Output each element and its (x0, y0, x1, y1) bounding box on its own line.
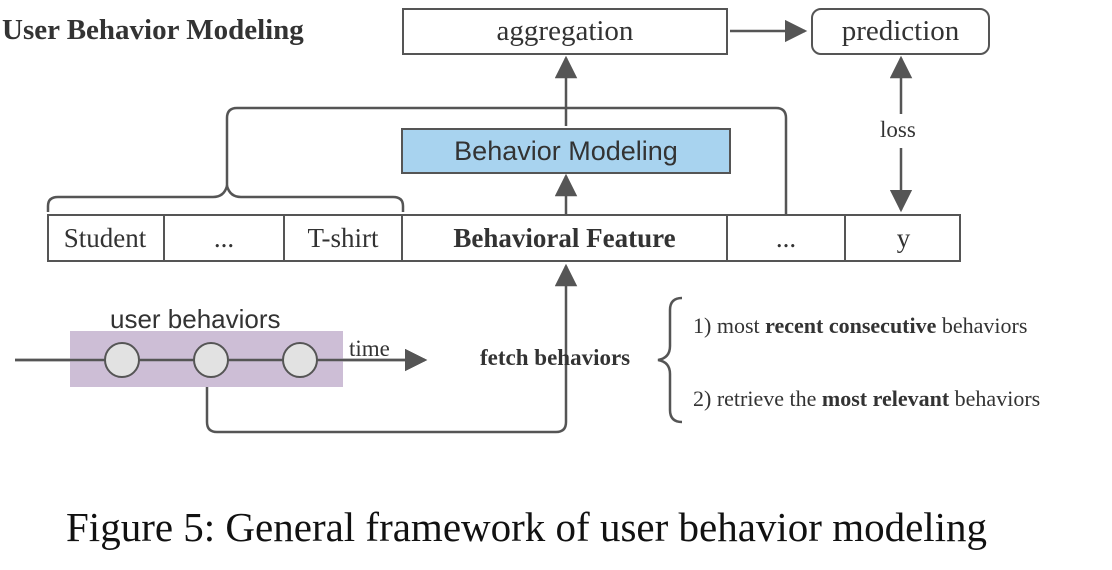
figure-caption: Figure 5: General framework of user beha… (66, 504, 988, 550)
sequence-label: user behaviors (110, 304, 281, 334)
fetch-option-2: 2) retrieve the most relevant behaviors (693, 386, 1040, 412)
fetch-option-1: 1) most recent consecutive behaviors (693, 313, 1027, 339)
feature-cell-ellipsis: ... (728, 214, 846, 262)
behavior-node (193, 342, 229, 378)
feature-cell-label: ... (775, 222, 797, 253)
feature-cell-label: T-shirt (307, 222, 379, 253)
brace-feature-group (46, 181, 405, 212)
prediction-label: prediction (841, 15, 960, 47)
feature-cell-student: Student (47, 214, 165, 262)
fetch-label: fetch behaviors (480, 345, 631, 370)
aggregation-label: aggregation (496, 15, 634, 47)
feature-cell-label: ... (213, 222, 235, 253)
feature-cell-label-y: y (846, 214, 961, 262)
diagram-title: User Behavior Modeling (2, 14, 304, 46)
brace-fetch-options (657, 296, 683, 424)
prediction-node: prediction (811, 8, 990, 55)
fetch-option-prefix: 1) most (693, 313, 766, 338)
feature-cell-label: Behavioral Feature (453, 222, 676, 253)
behavior-node (282, 342, 318, 378)
loss-label: loss (878, 117, 918, 143)
behavior-node (104, 342, 140, 378)
fetch-option-suffix: behaviors (949, 386, 1041, 411)
fetch-option-emphasis: most relevant (821, 386, 950, 411)
fetch-option-emphasis: recent consecutive (765, 313, 937, 338)
bracket-to-aggregation (225, 106, 788, 214)
feature-row (47, 214, 961, 262)
fetch-option-prefix: 2) retrieve the (693, 386, 822, 411)
feature-cell-tshirt: T-shirt (285, 214, 403, 262)
fetch-option-suffix: behaviors (936, 313, 1028, 338)
feature-cell-label: Student (63, 222, 147, 253)
behavior-modeling-node: Behavior Modeling (401, 128, 731, 174)
time-label: time (349, 336, 390, 361)
aggregation-node: aggregation (402, 8, 728, 55)
feature-cell-behavioral-feature: Behavioral Feature (403, 214, 728, 262)
arrow-fetch-path (205, 263, 578, 434)
behavior-modeling-label: Behavior Modeling (454, 135, 678, 166)
feature-cell-label: y (896, 222, 911, 253)
feature-cell-ellipsis: ... (165, 214, 285, 262)
